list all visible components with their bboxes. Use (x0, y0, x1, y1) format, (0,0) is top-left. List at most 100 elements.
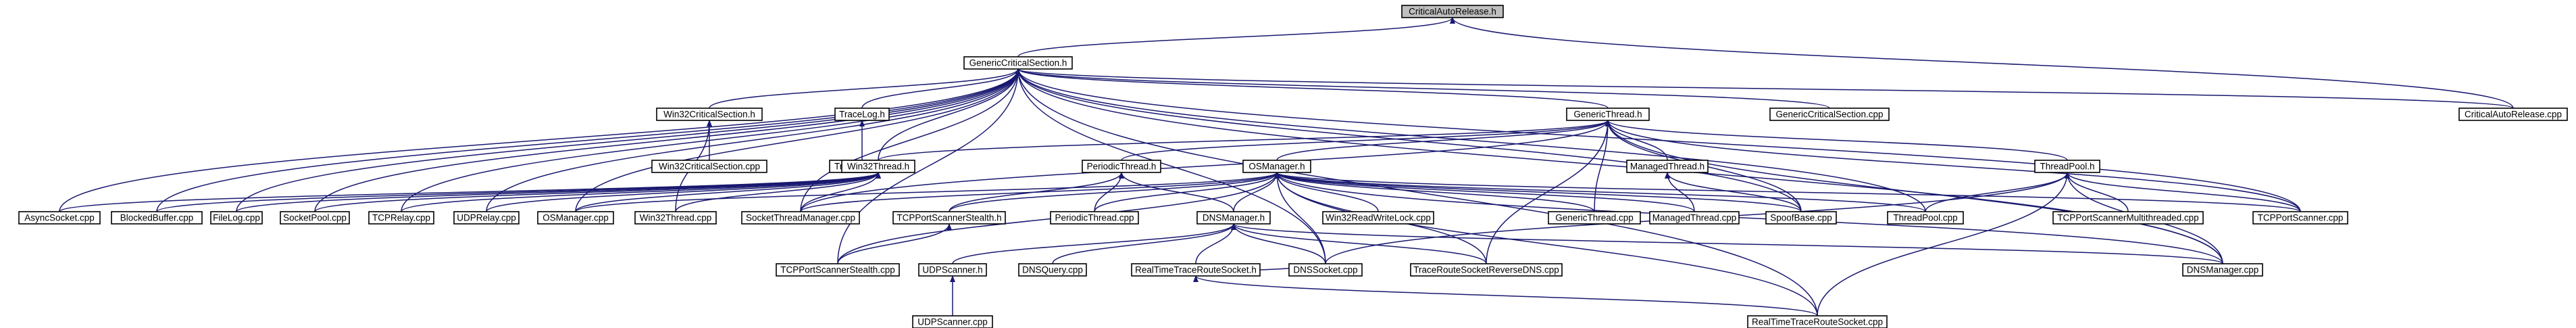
node-stm-cpp[interactable]: SocketThreadManager.cpp (741, 211, 860, 225)
node-gthread-cpp[interactable]: GenericThread.cpp (1548, 211, 1641, 225)
node-w32cs-cpp[interactable]: Win32CriticalSection.cpp (651, 160, 767, 173)
node-tcpscanner-cpp[interactable]: TCPPortScanner.cpp (2252, 211, 2348, 225)
node-dnsmanager-h[interactable]: DNSManager.h (1196, 211, 1271, 225)
node-spoofbase-cpp[interactable]: SpoofBase.cpp (1765, 211, 1837, 225)
node-gcs-cpp[interactable]: GenericCriticalSection.cpp (1769, 108, 1890, 121)
node-box-osmanager-cpp[interactable] (537, 211, 614, 225)
edge-gthread-h-to-gcs-h (1015, 68, 1609, 109)
node-w32cs-h[interactable]: Win32CriticalSection.h (656, 108, 763, 121)
node-box-tcpss-cpp[interactable] (776, 263, 900, 277)
node-box-rttrs-cpp[interactable] (1747, 315, 1888, 328)
node-box-udpscanner-h[interactable] (918, 263, 987, 277)
node-osmanager-h[interactable]: OSManager.h (1242, 160, 1311, 173)
node-box-threadpool-h[interactable] (2034, 160, 2100, 173)
node-managed-cpp[interactable]: ManagedThread.cpp (1649, 211, 1740, 225)
node-box-udprelay-cpp[interactable] (453, 211, 520, 225)
node-box-asyncsocket-cpp[interactable] (18, 211, 101, 225)
node-box-dnssocket-cpp[interactable] (1288, 263, 1363, 277)
node-layer: CriticalAutoRelease.hGenericCriticalSect… (18, 5, 2568, 328)
node-filelog-cpp[interactable]: FileLog.cpp (210, 211, 263, 225)
edge-stm-cpp-to-w32thread-h (800, 172, 881, 212)
edge-asyncsocket-cpp-to-gcs-h (59, 68, 1021, 212)
edge-filelog-cpp-to-gcs-h (236, 68, 1021, 212)
node-box-gthread-h[interactable] (1566, 108, 1650, 121)
node-tcpss-cpp[interactable]: TCPPortScannerStealth.cpp (776, 263, 900, 277)
node-box-stm-cpp[interactable] (741, 211, 860, 225)
edge-tcpscanner-cpp-to-osmanager-h (1274, 172, 2301, 212)
node-periodic-h[interactable]: PeriodicThread.h (1082, 160, 1161, 173)
node-tcpss-h[interactable]: TCPPortScannerStealth.h (892, 211, 1006, 225)
node-w32thread-cpp[interactable]: Win32Thread.cpp (634, 211, 717, 225)
node-box-trsrd-cpp[interactable] (1410, 263, 1563, 277)
node-asyncsocket-cpp[interactable]: AsyncSocket.cpp (18, 211, 101, 225)
node-trsrd-cpp[interactable]: TraceRouteSocketReverseDNS.cpp (1410, 263, 1563, 277)
node-box-w32cs-h[interactable] (656, 108, 763, 121)
node-udpscanner-cpp[interactable]: UDPScanner.cpp (912, 315, 993, 328)
node-box-socketpool-cpp[interactable] (280, 211, 350, 225)
node-car-h[interactable]: CriticalAutoRelease.h (1401, 5, 1504, 18)
node-rttrs-cpp[interactable]: RealTimeTraceRouteSocket.cpp (1747, 315, 1888, 328)
node-dnssocket-cpp[interactable]: DNSSocket.cpp (1288, 263, 1363, 277)
node-threadpool-cpp[interactable]: ThreadPool.cpp (1887, 211, 1964, 225)
node-label-tracelog-h: TraceLog.h (839, 110, 885, 120)
node-label-osmanager-h: OSManager.h (1248, 162, 1305, 172)
node-box-car-h[interactable] (1401, 5, 1504, 18)
node-osmanager-cpp[interactable]: OSManager.cpp (537, 211, 614, 225)
edge-w32thread-h-to-gcs-h (878, 68, 1021, 161)
node-tracelog-h[interactable]: TraceLog.h (834, 108, 890, 121)
node-dnsmanager-cpp[interactable]: DNSManager.cpp (2182, 263, 2263, 277)
node-tcprelay-cpp[interactable]: TCPRelay.cpp (368, 211, 434, 225)
node-gcs-h[interactable]: GenericCriticalSection.h (963, 56, 1073, 70)
node-car-cpp[interactable]: CriticalAutoRelease.cpp (2458, 108, 2568, 121)
node-box-udpscanner-cpp[interactable] (912, 315, 993, 328)
node-box-gcs-cpp[interactable] (1769, 108, 1890, 121)
node-box-managed-cpp[interactable] (1649, 211, 1740, 225)
node-label-dnssocket-cpp: DNSSocket.cpp (1293, 265, 1357, 275)
node-threadpool-h[interactable]: ThreadPool.h (2034, 160, 2100, 173)
edge-spoofbase-cpp-to-osmanager-h (1274, 172, 1802, 212)
node-w32thread-h[interactable]: Win32Thread.h (841, 160, 915, 173)
node-box-gcs-h[interactable] (963, 56, 1073, 70)
node-box-rttrs-h[interactable] (1131, 263, 1261, 277)
node-box-w32thread-cpp[interactable] (634, 211, 717, 225)
node-box-tcprelay-cpp[interactable] (368, 211, 434, 225)
node-tcpsmt-cpp[interactable]: TCPPortScannerMultithreaded.cpp (2052, 211, 2204, 225)
node-udprelay-cpp[interactable]: UDPRelay.cpp (453, 211, 520, 225)
node-box-osmanager-h[interactable] (1242, 160, 1311, 173)
node-periodic-cpp[interactable]: PeriodicThread.cpp (1050, 211, 1139, 225)
node-box-threadpool-cpp[interactable] (1887, 211, 1964, 225)
node-box-tcpscanner-cpp[interactable] (2252, 211, 2348, 225)
node-label-managed-cpp: ManagedThread.cpp (1652, 213, 1737, 223)
node-blockedbuffer-cpp[interactable]: BlockedBuffer.cpp (111, 211, 203, 225)
edge-dnsmanager-cpp-to-osmanager-h (1274, 172, 2223, 264)
node-box-dnsmanager-cpp[interactable] (2182, 263, 2263, 277)
node-box-car-cpp[interactable] (2458, 108, 2568, 121)
node-box-blockedbuffer-cpp[interactable] (111, 211, 203, 225)
node-dnsquery-cpp[interactable]: DNSQuery.cpp (1018, 263, 1087, 277)
node-box-periodic-h[interactable] (1082, 160, 1161, 173)
node-box-tcpss-h[interactable] (892, 211, 1006, 225)
node-managed-h[interactable]: ManagedThread.h (1626, 160, 1709, 173)
node-box-managed-h[interactable] (1626, 160, 1709, 173)
node-box-spoofbase-cpp[interactable] (1765, 211, 1837, 225)
node-gthread-h[interactable]: GenericThread.h (1566, 108, 1650, 121)
node-label-udprelay-cpp: UDPRelay.cpp (457, 213, 516, 223)
node-box-periodic-cpp[interactable] (1050, 211, 1139, 225)
node-w32rwl-cpp[interactable]: Win32ReadWriteLock.cpp (1322, 211, 1434, 225)
node-label-gcs-cpp: GenericCriticalSection.cpp (1775, 110, 1883, 120)
node-box-filelog-cpp[interactable] (210, 211, 263, 225)
edge-blockedbuffer-cpp-to-w32thread-h (156, 172, 881, 212)
node-box-dnsmanager-h[interactable] (1196, 211, 1271, 225)
node-label-socketpool-cpp: SocketPool.cpp (283, 213, 347, 223)
node-box-w32rwl-cpp[interactable] (1322, 211, 1434, 225)
node-box-tracelog-h[interactable] (834, 108, 890, 121)
node-label-dnsmanager-cpp: DNSManager.cpp (2187, 265, 2259, 275)
node-box-tcpsmt-cpp[interactable] (2052, 211, 2204, 225)
node-box-w32cs-cpp[interactable] (651, 160, 767, 173)
node-box-gthread-cpp[interactable] (1548, 211, 1641, 225)
node-box-dnsquery-cpp[interactable] (1018, 263, 1087, 277)
node-udpscanner-h[interactable]: UDPScanner.h (918, 263, 987, 277)
node-rttrs-h[interactable]: RealTimeTraceRouteSocket.h (1131, 263, 1261, 277)
node-box-w32thread-h[interactable] (841, 160, 915, 173)
node-socketpool-cpp[interactable]: SocketPool.cpp (280, 211, 350, 225)
